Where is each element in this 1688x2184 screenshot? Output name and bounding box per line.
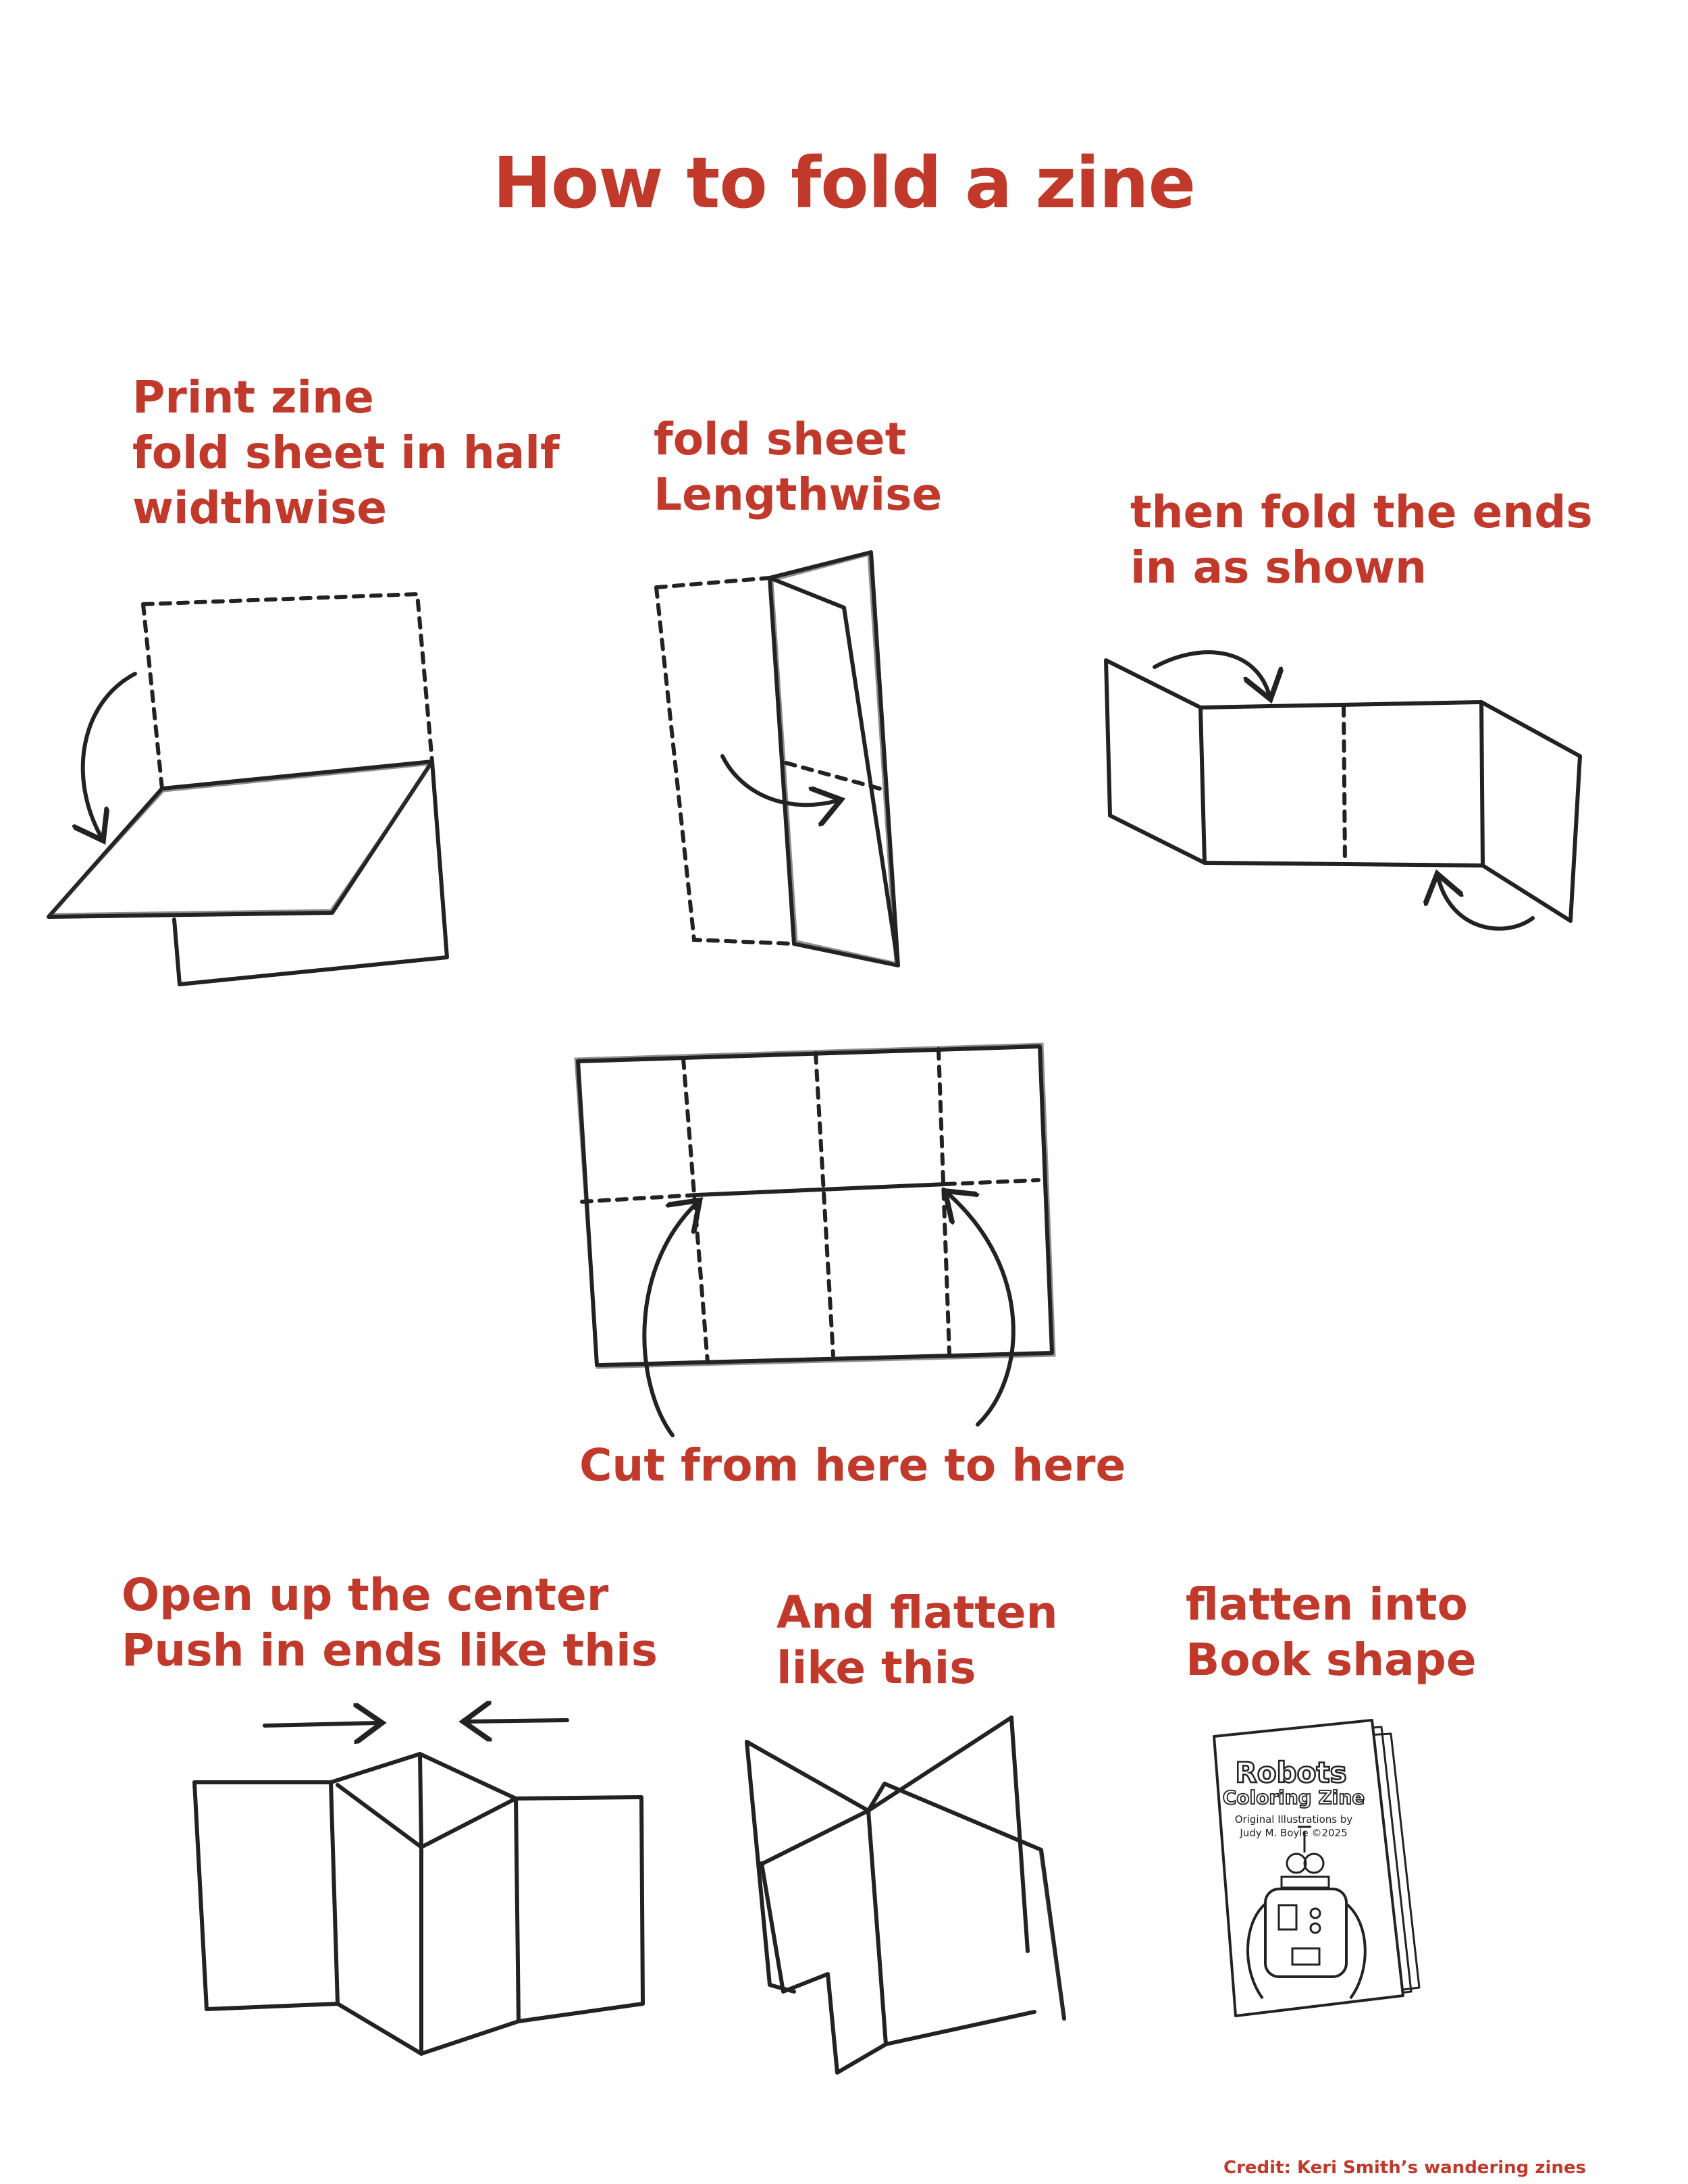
step-6-line-1: And flatten (776, 1587, 1058, 1639)
step-5-line-2: Push in ends like this (122, 1624, 658, 1676)
step-2-line-1: fold sheet (654, 413, 907, 465)
step-2-text: fold sheet Lengthwise (654, 412, 942, 523)
step-4-text: Cut from here to here (579, 1438, 1126, 1493)
step-5-text: Open up the center Push in ends like thi… (122, 1568, 658, 1678)
step-7-text: flatten into Book shape (1186, 1577, 1477, 1688)
step-3-line-2: in as shown (1130, 541, 1427, 593)
step-3-text: then fold the ends in as shown (1130, 485, 1593, 595)
book-cover-subtitle: Coloring Zine (1223, 1786, 1365, 1809)
credit-text: Credit: Keri Smith’s wandering zines (1223, 2158, 1587, 2178)
step-3-drawing (1104, 650, 1582, 931)
step-7-line-1: flatten into (1186, 1578, 1468, 1630)
step-5-drawing (192, 1720, 645, 2056)
step-6-text: And flatten like this (776, 1585, 1058, 1696)
step-2-line-2: Lengthwise (654, 469, 943, 521)
step-4-drawing (574, 1042, 1056, 1437)
step-7-drawing: Robots Coloring Zine Original Illustrati… (1213, 1719, 1421, 2017)
step-1-line-2: fold sheet in half (132, 427, 560, 479)
step-1-drawing (47, 591, 449, 986)
step-6-line-2: like this (776, 1642, 976, 1694)
step-3-line-1: then fold the ends (1130, 486, 1593, 538)
step-4-line-1: Cut from here to here (579, 1439, 1126, 1491)
robot-icon (1246, 1826, 1367, 2000)
page-title: How to fold a zine (492, 142, 1196, 224)
book-cover-line-1: Original Illustrations by (1235, 1813, 1353, 1826)
step-7-line-2: Book shape (1186, 1634, 1477, 1686)
step-5-line-1: Open up the center (122, 1569, 609, 1621)
book-cover-title: Robots (1235, 1756, 1346, 1789)
step-1-text: Print zine fold sheet in half widthwise (132, 370, 560, 536)
step-1-line-1: Print zine (132, 371, 374, 423)
step-2-drawing (654, 550, 900, 967)
step-1-line-3: widthwise (132, 482, 388, 534)
book-cover-line-2: Judy M. Boyle ©2025 (1239, 1827, 1347, 1839)
step-6-drawing (745, 1715, 1066, 2075)
